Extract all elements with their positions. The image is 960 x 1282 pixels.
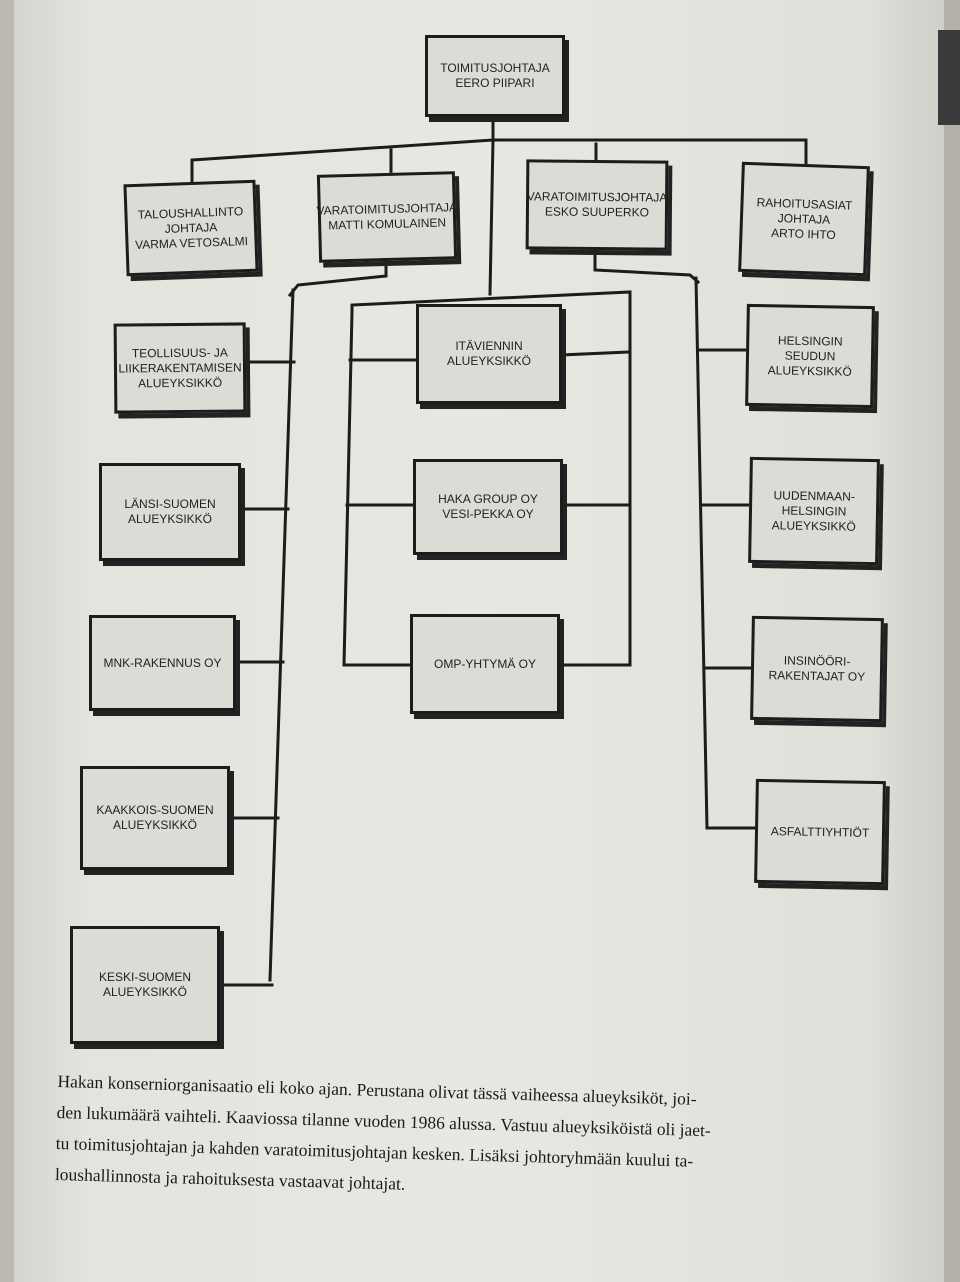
helsinki-region-unit-label: HELSINGIN SEUDUN ALUEYKSIKKÖ bbox=[767, 332, 852, 379]
itavienti-unit-label: ITÄVIENNIN ALUEYKSIKKÖ bbox=[446, 339, 532, 368]
kaakkois-suomi-unit-box: KAAKKOIS-SUOMEN ALUEYKSIKKÖ bbox=[80, 766, 230, 870]
keski-suomi-unit-box: KESKI-SUOMEN ALUEYKSIKKÖ bbox=[70, 926, 220, 1044]
left-page-edge bbox=[0, 0, 14, 1282]
helsinki-region-unit-box: HELSINGIN SEUDUN ALUEYKSIKKÖ bbox=[745, 303, 875, 409]
lansi-suomi-unit-box: LÄNSI-SUOMEN ALUEYKSIKKÖ bbox=[99, 463, 241, 561]
financing-box: RAHOITUSASIAT JOHTAJA ARTO IHTO bbox=[738, 161, 870, 277]
haka-group-box: HAKA GROUP OY VESI-PEKKA OY bbox=[413, 459, 563, 555]
uusimaa-unit-box: UUDENMAAN- HELSINGIN ALUEYKSIKKÖ bbox=[748, 456, 880, 566]
omp-yhtyma-label: OMP-YHTYMÄ OY bbox=[433, 656, 536, 671]
lansi-suomi-unit-label: LÄNSI-SUOMEN ALUEYKSIKKÖ bbox=[124, 497, 216, 526]
asfalttiyhtiot-box: ASFALTTIYHTIÖT bbox=[754, 778, 886, 886]
finance-admin-box: TALOUSHALLINTO JOHTAJA VARMA VETOSALMI bbox=[123, 179, 259, 277]
keski-suomi-unit-label: KESKI-SUOMEN ALUEYKSIKKÖ bbox=[98, 970, 191, 999]
mnk-rakennus-label: MNK-RAKENNUS OY bbox=[103, 655, 222, 670]
asfalttiyhtiot-label: ASFALTTIYHTIÖT bbox=[770, 823, 870, 840]
deputy-ceo-1-box: VARATOIMITUSJOHTAJA MATTI KOMULAINEN bbox=[316, 171, 458, 263]
industrial-unit-box: TEOLLISUUS- JA LIIKERAKENTAMISEN ALUEYKS… bbox=[113, 322, 247, 414]
itavienti-unit-box: ITÄVIENNIN ALUEYKSIKKÖ bbox=[416, 304, 562, 404]
figure-caption: Hakan konserniorganisaatio eli koko ajan… bbox=[54, 1070, 712, 1194]
mnk-rakennus-box: MNK-RAKENNUS OY bbox=[89, 615, 236, 711]
uusimaa-unit-label: UUDENMAAN- HELSINGIN ALUEYKSIKKÖ bbox=[771, 487, 856, 534]
insinoori-rakentajat-label: INSINÖÖRI- RAKENTAJAT OY bbox=[768, 653, 866, 684]
haka-group-label: HAKA GROUP OY VESI-PEKKA OY bbox=[438, 492, 538, 521]
deputy-ceo-2-label: VARATOIMITUSJOHTAJA ESKO SUUPERKO bbox=[526, 189, 668, 220]
financing-label: RAHOITUSASIAT JOHTAJA ARTO IHTO bbox=[756, 194, 853, 242]
deputy-ceo-1-label: VARATOIMITUSJOHTAJA MATTI KOMULAINEN bbox=[316, 200, 458, 233]
omp-yhtyma-box: OMP-YHTYMÄ OY bbox=[410, 614, 560, 714]
deputy-ceo-2-box: VARATOIMITUSJOHTAJA ESKO SUUPERKO bbox=[525, 159, 669, 251]
ceo-box: TOIMITUSJOHTAJA EERO PIIPARI bbox=[425, 35, 565, 117]
right-page-shadow bbox=[944, 0, 960, 1282]
ceo-label: TOIMITUSJOHTAJA EERO PIIPARI bbox=[440, 61, 550, 90]
background-object bbox=[938, 30, 960, 125]
finance-admin-label: TALOUSHALLINTO JOHTAJA VARMA VETOSALMI bbox=[134, 203, 249, 252]
industrial-unit-label: TEOLLISUUS- JA LIIKERAKENTAMISEN ALUEYKS… bbox=[118, 345, 242, 390]
insinoori-rakentajat-box: INSINÖÖRI- RAKENTAJAT OY bbox=[750, 615, 884, 723]
kaakkois-suomi-unit-label: KAAKKOIS-SUOMEN ALUEYKSIKKÖ bbox=[96, 803, 214, 832]
